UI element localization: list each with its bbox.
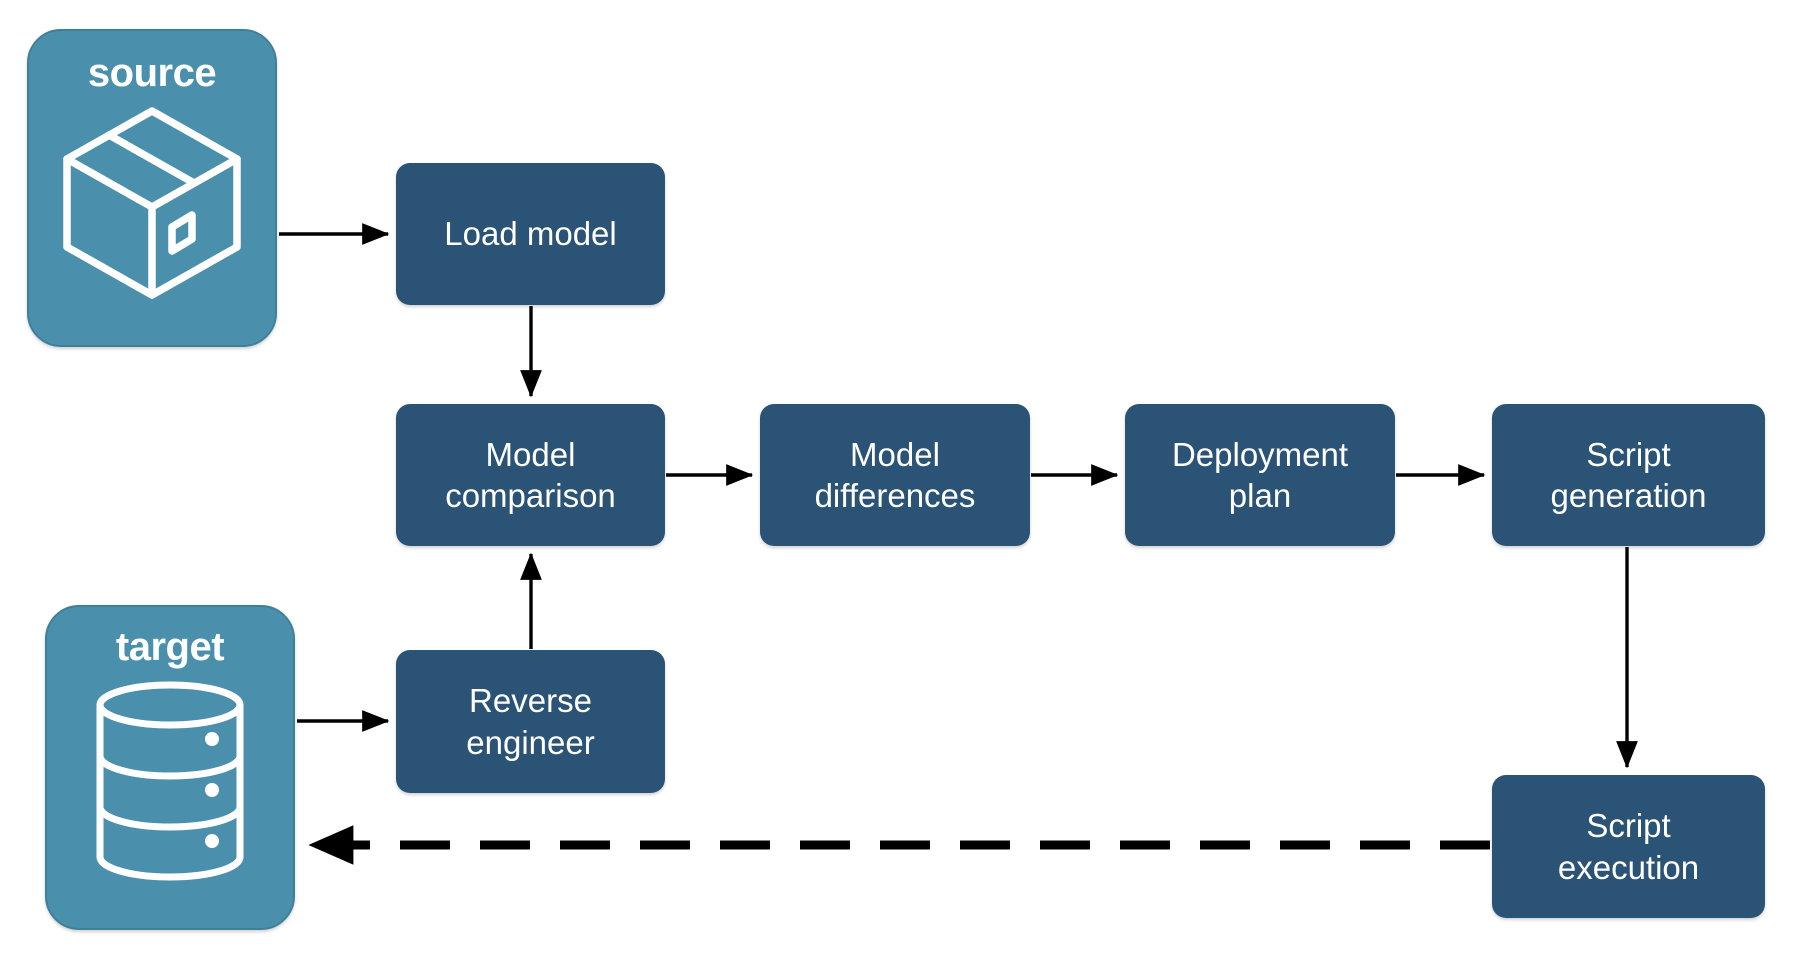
node-reverse-engineer-label: Reverse engineer bbox=[466, 682, 595, 761]
endpoint-source[interactable]: source bbox=[27, 29, 277, 347]
endpoint-source-label: source bbox=[87, 51, 217, 95]
node-model-differences[interactable]: Model differences bbox=[760, 404, 1030, 546]
node-model-comparison-label: Model comparison bbox=[445, 435, 616, 514]
node-model-comparison[interactable]: Model comparison bbox=[396, 404, 665, 546]
node-model-differences-label: Model differences bbox=[814, 435, 976, 514]
database-cylinder-icon bbox=[96, 681, 244, 881]
node-reverse-engineer[interactable]: Reverse engineer bbox=[396, 650, 665, 793]
package-box-icon bbox=[63, 107, 241, 299]
node-deployment-plan-label: Deployment plan bbox=[1171, 435, 1349, 514]
node-script-generation-label: Script generation bbox=[1550, 435, 1707, 514]
node-script-execution[interactable]: Script execution bbox=[1492, 775, 1765, 918]
node-deployment-plan[interactable]: Deployment plan bbox=[1125, 404, 1395, 546]
endpoint-target-label: target bbox=[115, 625, 225, 669]
node-script-generation[interactable]: Script generation bbox=[1492, 404, 1765, 546]
node-script-execution-label: Script execution bbox=[1557, 807, 1700, 886]
node-load-model[interactable]: Load model bbox=[396, 163, 665, 305]
endpoint-target[interactable]: target bbox=[45, 605, 295, 930]
node-load-model-label: Load model bbox=[444, 215, 617, 253]
